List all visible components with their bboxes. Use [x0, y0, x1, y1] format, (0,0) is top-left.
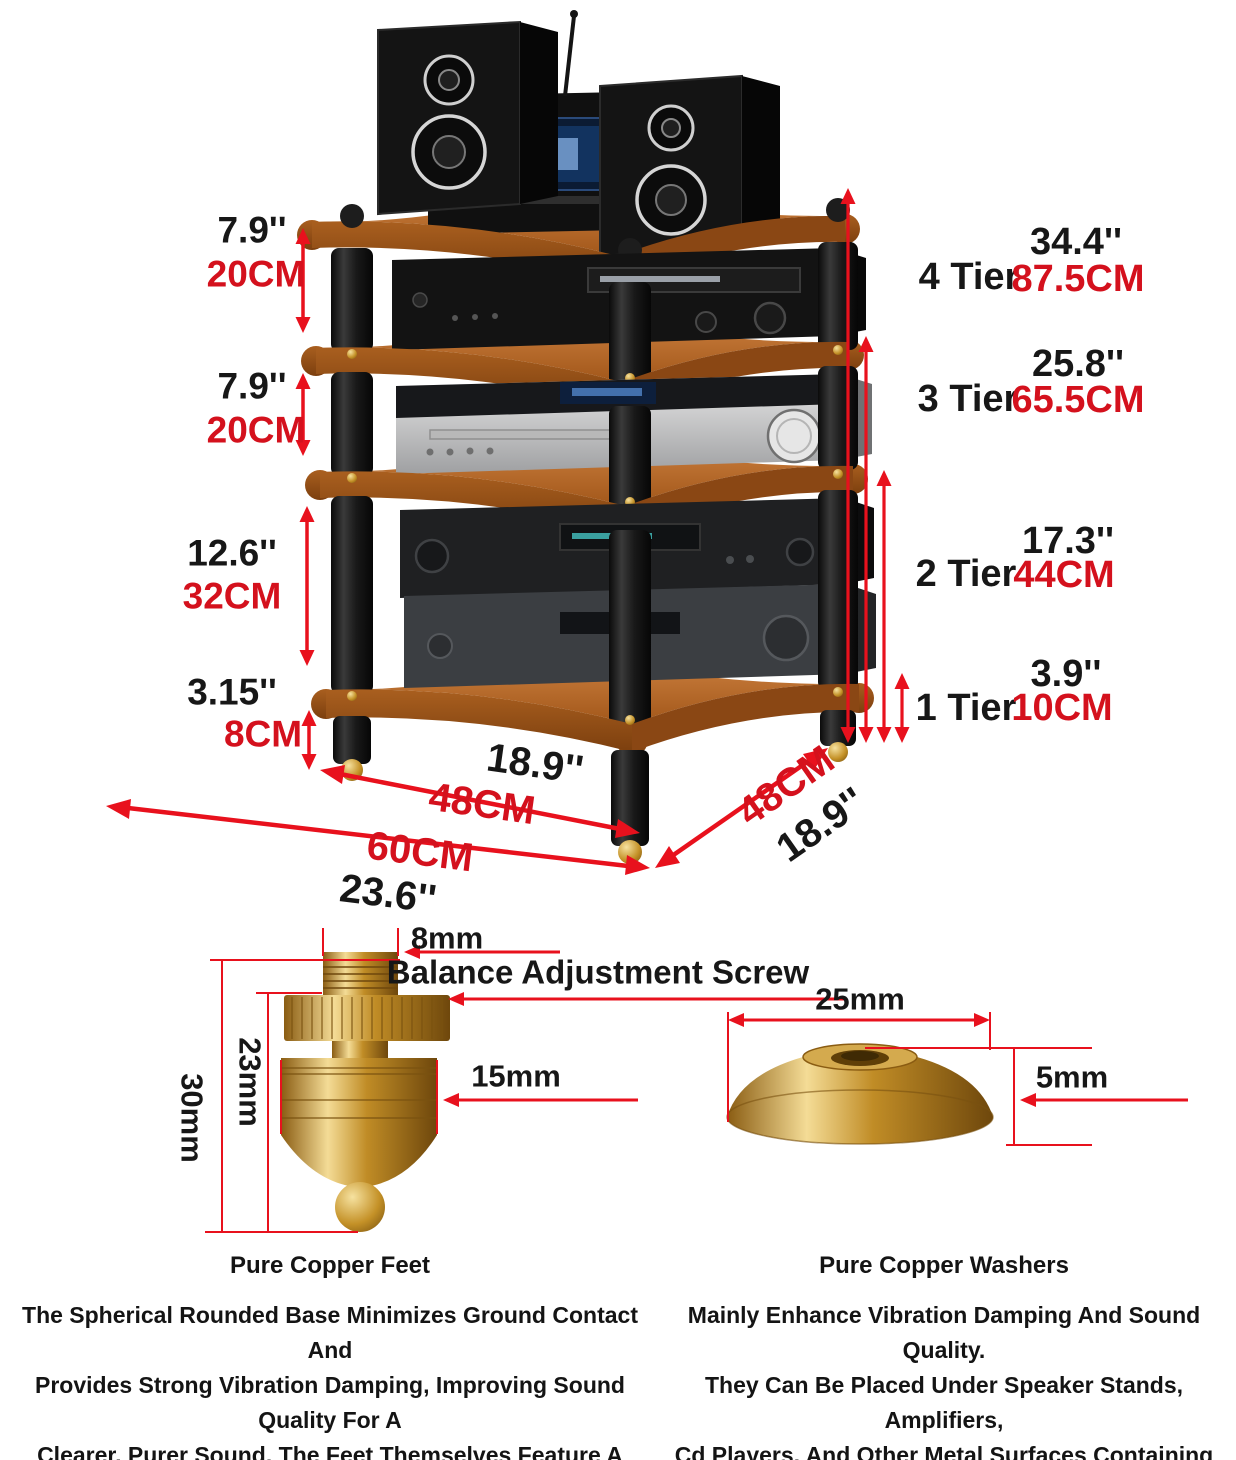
dim-spacing-3-2-cm: 20CM	[206, 409, 306, 451]
arrow-balance-screw	[448, 992, 845, 1006]
arrow-25mm	[728, 1013, 990, 1027]
washers-line-1: Mainly Enhance Vibration Damping And Sou…	[687, 1302, 1201, 1363]
arrow-tier-3	[858, 336, 874, 743]
dim-spacing-4-3-inch: 7.9''	[217, 209, 287, 251]
accessory-diagrams	[205, 928, 1188, 1233]
feet-description: Pure Copper Feet The Spherical Rounded B…	[10, 1252, 650, 1460]
washers-description: Pure Copper Washers Mainly Enhance Vibra…	[656, 1252, 1232, 1460]
left-speaker	[377, 20, 558, 216]
dim-foot-cm: 8CM	[223, 713, 303, 755]
tier-2-label: 2 Tier	[915, 553, 1017, 595]
tier-2-cm: 44CM	[1013, 554, 1115, 596]
rack-illustration	[106, 10, 910, 875]
dim-spacing-2-1-inch: 12.6''	[187, 532, 277, 574]
shelf-tier-1-front	[326, 683, 859, 752]
posts-gap-4-3	[331, 242, 858, 392]
arrow-8mm	[404, 945, 560, 959]
dim-spacing-4-3-cm: 20CM	[206, 253, 306, 295]
arrow-spacing-4-3	[295, 228, 311, 333]
foot-body-width: 15mm	[471, 1058, 561, 1094]
arrow-tier-1	[894, 673, 910, 743]
tier-4-inch: 34.4''	[1029, 221, 1123, 263]
dim-spacing-3-2-inch: 7.9''	[217, 365, 287, 407]
copper-foot-dimensions	[205, 928, 845, 1233]
copper-washer-illustration	[726, 1043, 994, 1145]
arrow-tier-4	[840, 188, 856, 743]
copper-washer-dimensions	[727, 1012, 1188, 1146]
tier-2-inch: 17.3''	[1021, 520, 1115, 562]
arrow-15mm	[443, 1093, 638, 1107]
foot-screw-label: Balance Adjustment Screw	[386, 953, 810, 991]
foot-total-height: 30mm	[174, 1073, 210, 1163]
feet-line-1: The Spherical Rounded Base Minimizes Gro…	[22, 1302, 638, 1363]
arrow-width-60cm	[106, 799, 650, 875]
washers-line-3: Cd Players, And Other Metal Surfaces Con…	[674, 1442, 1214, 1460]
arrow-spacing-2-1	[299, 506, 315, 666]
foot-body-height: 23mm	[232, 1037, 268, 1127]
washer-diameter: 25mm	[815, 981, 905, 1017]
washers-title: Pure Copper Washers	[819, 1252, 1069, 1279]
feet-title: Pure Copper Feet	[229, 1252, 431, 1279]
dim-spacing-2-1-cm: 32CM	[182, 575, 282, 617]
arrow-depth-48cm	[655, 748, 828, 868]
arrow-width-48cm	[320, 765, 640, 838]
arrow-5mm	[1020, 1093, 1188, 1107]
right-speaker	[599, 74, 780, 258]
feet-line-3: Clearer, Purer Sound. The Feet Themselve…	[37, 1442, 623, 1460]
arrow-foot-height	[301, 710, 317, 770]
tier-3-cm: 65.5CM	[1011, 379, 1145, 421]
foot-screw-width: 8mm	[410, 920, 484, 956]
dimension-arrows	[106, 188, 910, 875]
tier-3-inch: 25.8''	[1031, 343, 1125, 385]
tier-1-label: 1 Tier	[915, 687, 1017, 729]
tier-4-cm: 87.5CM	[1011, 258, 1145, 300]
washers-line-2: They Can Be Placed Under Speaker Stands,…	[704, 1372, 1184, 1433]
arrow-spacing-3-2	[295, 373, 311, 456]
dim-foot-inch: 3.15''	[187, 671, 277, 713]
tier-1-cm: 10CM	[1011, 687, 1113, 729]
tier-1-inch: 3.9''	[1030, 653, 1102, 695]
tier-3-label: 3 Tier	[917, 378, 1019, 420]
tier-4-label: 4 Tier	[918, 256, 1020, 298]
arrow-tier-2	[876, 470, 892, 743]
washer-height: 5mm	[1035, 1059, 1109, 1095]
feet-line-2: Provides Strong Vibration Damping, Impro…	[35, 1372, 625, 1433]
